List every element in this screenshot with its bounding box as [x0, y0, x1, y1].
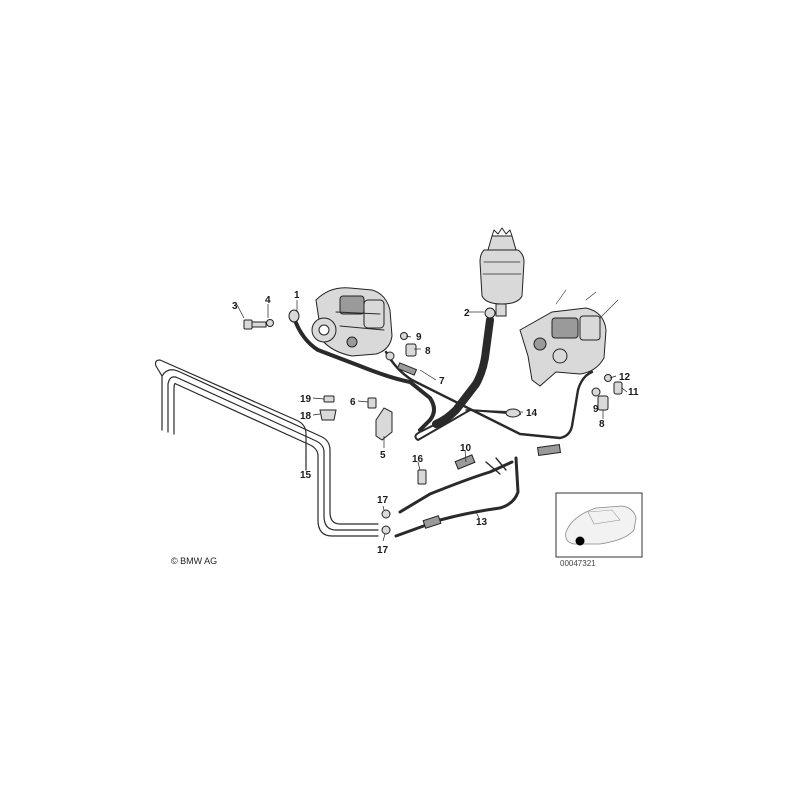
washer-4: [266, 319, 274, 327]
reference-number: 00047321: [560, 559, 596, 568]
seal-ring-9: [385, 351, 395, 361]
callout-3: 3: [232, 301, 238, 312]
callout-14: 14: [526, 408, 538, 419]
seal-ring-17: [381, 525, 391, 535]
callout-8: 8: [425, 346, 431, 357]
callout-11: 11: [628, 387, 639, 398]
callout-2: 2: [464, 308, 470, 319]
seal-ring-17: [381, 509, 391, 519]
callout-7: 7: [439, 376, 445, 387]
banjo-bolt-11: [613, 381, 623, 395]
vehicle-locator-thumbnail: 00047321: [555, 492, 643, 568]
hose-clamp-14: [505, 408, 521, 418]
callout-5: 5: [380, 450, 386, 461]
hose-crimp-sleeve: [536, 443, 562, 457]
callout-labels: 1 2 3 4 5 6 7 8 8 9 9 10 11 12 13 14 15 …: [232, 290, 639, 556]
hose-13: [394, 454, 520, 538]
callout-6: 6: [350, 397, 356, 408]
callout-9: 9: [593, 404, 599, 415]
fluid-reservoir: [479, 227, 525, 317]
location-marker-icon: [575, 536, 585, 546]
seal-ring-12: [604, 374, 612, 382]
pressure-hose-7: [292, 316, 594, 457]
callout-16: 16: [412, 454, 424, 465]
car-outline: [565, 505, 637, 545]
banjo-bolt-8: [405, 343, 417, 357]
callout-17: 17: [377, 545, 389, 556]
hose-crimp-sleeve: [396, 362, 418, 376]
screw-19: [323, 395, 335, 403]
steering-gear: [519, 289, 619, 387]
callout-4: 4: [265, 295, 271, 306]
hose-clamp-2: [484, 307, 496, 319]
reservoir-return-line: [414, 316, 521, 441]
callout-12: 12: [619, 372, 631, 383]
bracket-5: [375, 407, 393, 441]
copyright-notice: © BMW AG: [171, 556, 217, 566]
callout-19: 19: [300, 394, 312, 405]
callout-10: 10: [460, 443, 472, 454]
callout-leaders: [235, 300, 628, 542]
callout-13: 13: [476, 517, 488, 528]
bolt-3: [243, 319, 267, 330]
clip-18: [319, 409, 337, 421]
hose-crimp-sleeve: [454, 454, 476, 470]
callout-9: 9: [416, 332, 422, 343]
oil-cooler-pipe-15: [154, 359, 379, 537]
bolt-16: [417, 469, 427, 485]
bolt-6: [367, 397, 377, 409]
callout-8: 8: [599, 419, 605, 430]
hose-crimp-sleeve: [422, 515, 442, 529]
callout-1: 1: [294, 290, 300, 301]
callout-15: 15: [300, 470, 312, 481]
seal-ring-9: [591, 387, 601, 397]
copyright-text: © BMW AG: [171, 556, 217, 566]
banjo-bolt-8: [597, 395, 609, 411]
power-steering-pump: [288, 287, 393, 357]
callout-18: 18: [300, 411, 312, 422]
callout-17: 17: [377, 495, 389, 506]
